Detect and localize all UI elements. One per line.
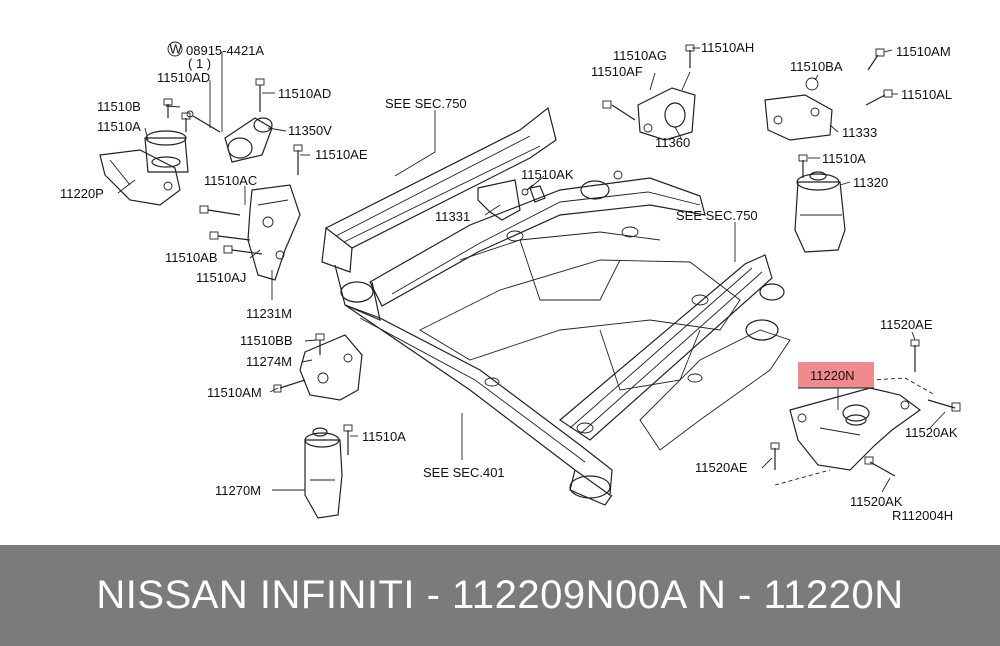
label-08915-qty: ( 1 ) xyxy=(188,56,211,71)
label-11333: 11333 xyxy=(842,125,877,140)
label-11520AE-b: 11520AE xyxy=(695,460,748,475)
label-11520AK-a: 11520AK xyxy=(905,425,958,440)
label-11510AF: 11510AF xyxy=(591,64,643,79)
part-labels: 08915-4421A ( 1 ) 11510AD 11510AD 11510B… xyxy=(60,40,958,523)
label-11510AM-left: 11510AM xyxy=(207,385,262,400)
label-11510AG: 11510AG xyxy=(613,48,667,63)
highlight-box xyxy=(798,362,874,388)
part-11231M-bracket xyxy=(247,184,301,281)
label-11510AB: 11510AB xyxy=(165,250,218,265)
label-11231M: 11231M xyxy=(246,306,292,321)
label-11510AE-top: 11510AE xyxy=(315,147,368,162)
label-see-sec-750-left: SEE SEC.750 xyxy=(385,96,467,111)
part-11270M-mount xyxy=(304,427,343,519)
label-11510B: 11510B xyxy=(97,99,141,114)
label-11270M: 11270M xyxy=(215,483,261,498)
part-11360-bracket xyxy=(637,87,696,141)
label-11510A-bottom: 11510A xyxy=(362,429,406,444)
exploded-parts-diagram: W 08915-4421A ( 1 ) 11510AD 11510AD 1151… xyxy=(60,40,961,523)
label-11510BB: 11510BB xyxy=(240,333,293,348)
label-11510AC: 11510AC xyxy=(204,173,257,188)
label-11510AM-right: 11510AM xyxy=(896,44,951,59)
label-11510AD-a: 11510AD xyxy=(157,70,210,85)
part-11320-mount xyxy=(794,171,846,253)
label-11520AK-b: 11520AK xyxy=(850,494,903,509)
part-number-footer: NISSAN INFINITI - 112209N00A N - 11220N xyxy=(0,545,1000,646)
label-see-sec-750-right: SEE SEC.750 xyxy=(676,208,758,223)
label-11510A-left: 11510A xyxy=(97,119,141,134)
label-11350V: 11350V xyxy=(288,123,332,138)
label-11510AD-b: 11510AD xyxy=(278,86,331,101)
label-11510BA: 11510BA xyxy=(790,59,843,74)
part-11333-bracket xyxy=(764,94,833,141)
label-11510A-right: 11510A xyxy=(822,151,866,166)
part-11350V-bushing xyxy=(224,117,273,163)
washer-callout-letter: W xyxy=(170,42,183,57)
diagram-canvas: W 08915-4421A ( 1 ) 11510AD 11510AD 1151… xyxy=(60,40,961,523)
label-reference-code: R112004H xyxy=(892,508,953,523)
label-11274M: 11274M xyxy=(246,354,292,369)
part-11274M-bracket xyxy=(299,334,363,401)
fasteners xyxy=(163,44,961,477)
label-11510AJ: 11510AJ xyxy=(196,270,246,285)
label-08915-4421A: 08915-4421A xyxy=(186,43,264,58)
part-11220P-mount xyxy=(99,130,189,206)
label-11360: 11360 xyxy=(655,135,690,150)
washer-callout-circle xyxy=(167,41,183,57)
label-11220N: 11220N xyxy=(810,368,855,383)
footer-part-number-text: NISSAN INFINITI - 112209N00A N - 11220N xyxy=(96,573,904,617)
label-11320: 11320 xyxy=(853,175,888,190)
label-11510AL: 11510AL xyxy=(901,87,952,102)
part-11220N-mount xyxy=(774,377,936,486)
label-11331: 11331 xyxy=(435,209,470,224)
leader-lines xyxy=(117,47,946,493)
label-see-sec-401: SEE SEC.401 xyxy=(423,465,505,480)
label-11220P: 11220P xyxy=(60,186,104,201)
front-subframe xyxy=(321,106,791,506)
label-11520AE-a: 11520AE xyxy=(880,317,933,332)
label-11510AK-mid: 11510AK xyxy=(521,167,574,182)
label-11510AH: 11510AH xyxy=(701,40,754,55)
